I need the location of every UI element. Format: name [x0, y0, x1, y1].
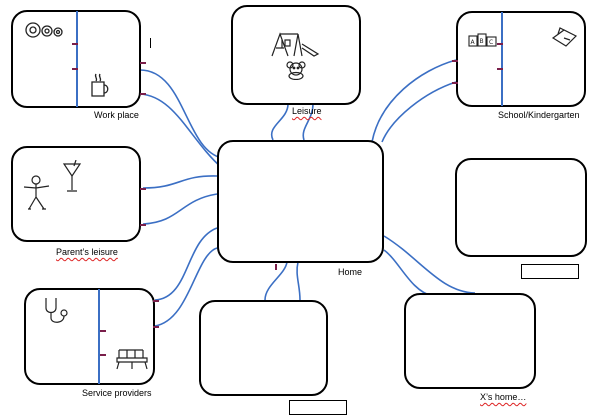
leisure-box [231, 5, 361, 105]
exercising-person-icon [23, 175, 50, 210]
school-bag-icon [551, 27, 578, 47]
cocktail-glass-icon [62, 160, 82, 192]
service-divider [98, 289, 100, 384]
connector-bottom-1 [264, 261, 288, 301]
school-tick-2 [497, 68, 503, 70]
leisure-label: Leisure [292, 106, 322, 116]
connector-parent-2 [142, 193, 218, 225]
connector-service-1 [154, 227, 218, 301]
school-label: School/Kindergarten [498, 110, 580, 120]
work-place-label: Work place [94, 110, 139, 120]
coffee-mug-icon [91, 73, 109, 97]
x-home-box [404, 293, 536, 389]
empty-right-box [455, 158, 587, 257]
home-tick [275, 264, 277, 270]
parents-leisure-box [11, 146, 141, 242]
text-cursor [150, 38, 151, 48]
work-tick-2 [72, 68, 78, 70]
service-tick-1 [100, 330, 106, 332]
home-label: Home [338, 267, 363, 277]
school-box [456, 11, 586, 107]
school-divider [501, 12, 503, 106]
work-tick-4 [140, 93, 146, 95]
parent-tick-1 [140, 188, 146, 190]
service-tick-4 [153, 326, 159, 328]
gears-icon [25, 22, 63, 38]
stethoscope-icon [45, 298, 68, 323]
connector-xhome-1 [383, 235, 476, 294]
connector-school-1 [371, 59, 457, 143]
school-tick-4 [452, 82, 458, 84]
empty-bottom-label-field[interactable] [289, 400, 347, 415]
work-tick-1 [72, 43, 78, 45]
playground-icon [271, 32, 320, 57]
home-box [217, 140, 384, 263]
svg-text:A: A [471, 39, 476, 46]
connector-work-1 [139, 69, 223, 159]
school-tick-3 [452, 60, 458, 62]
connector-leisure-1 [270, 103, 289, 141]
connector-parent-1 [142, 175, 218, 189]
connector-bottom-2 [296, 261, 301, 301]
parent-tick-2 [140, 224, 146, 226]
parents-leisure-label: Parent’s leisure [56, 247, 118, 257]
work-tick-3 [140, 62, 146, 64]
empty-right-label-field[interactable] [521, 264, 579, 279]
service-tick-3 [153, 300, 159, 302]
service-providers-label: Service providers [82, 388, 152, 398]
connector-service-2 [154, 247, 218, 327]
connector-xhome-2 [383, 249, 433, 297]
svg-text:C: C [489, 39, 493, 46]
work-divider [76, 11, 78, 107]
service-tick-2 [100, 354, 106, 356]
empty-bottom-box [199, 300, 328, 396]
connector-school-2 [381, 81, 457, 143]
x-home-label: X’s home… [480, 392, 527, 402]
waiting-bench-icon [116, 349, 148, 370]
connector-leisure-2 [302, 103, 314, 141]
school-tick-1 [497, 43, 503, 45]
connector-work-2 [139, 93, 223, 169]
svg-text:B: B [480, 38, 484, 45]
teddy-bear-icon [286, 61, 306, 80]
